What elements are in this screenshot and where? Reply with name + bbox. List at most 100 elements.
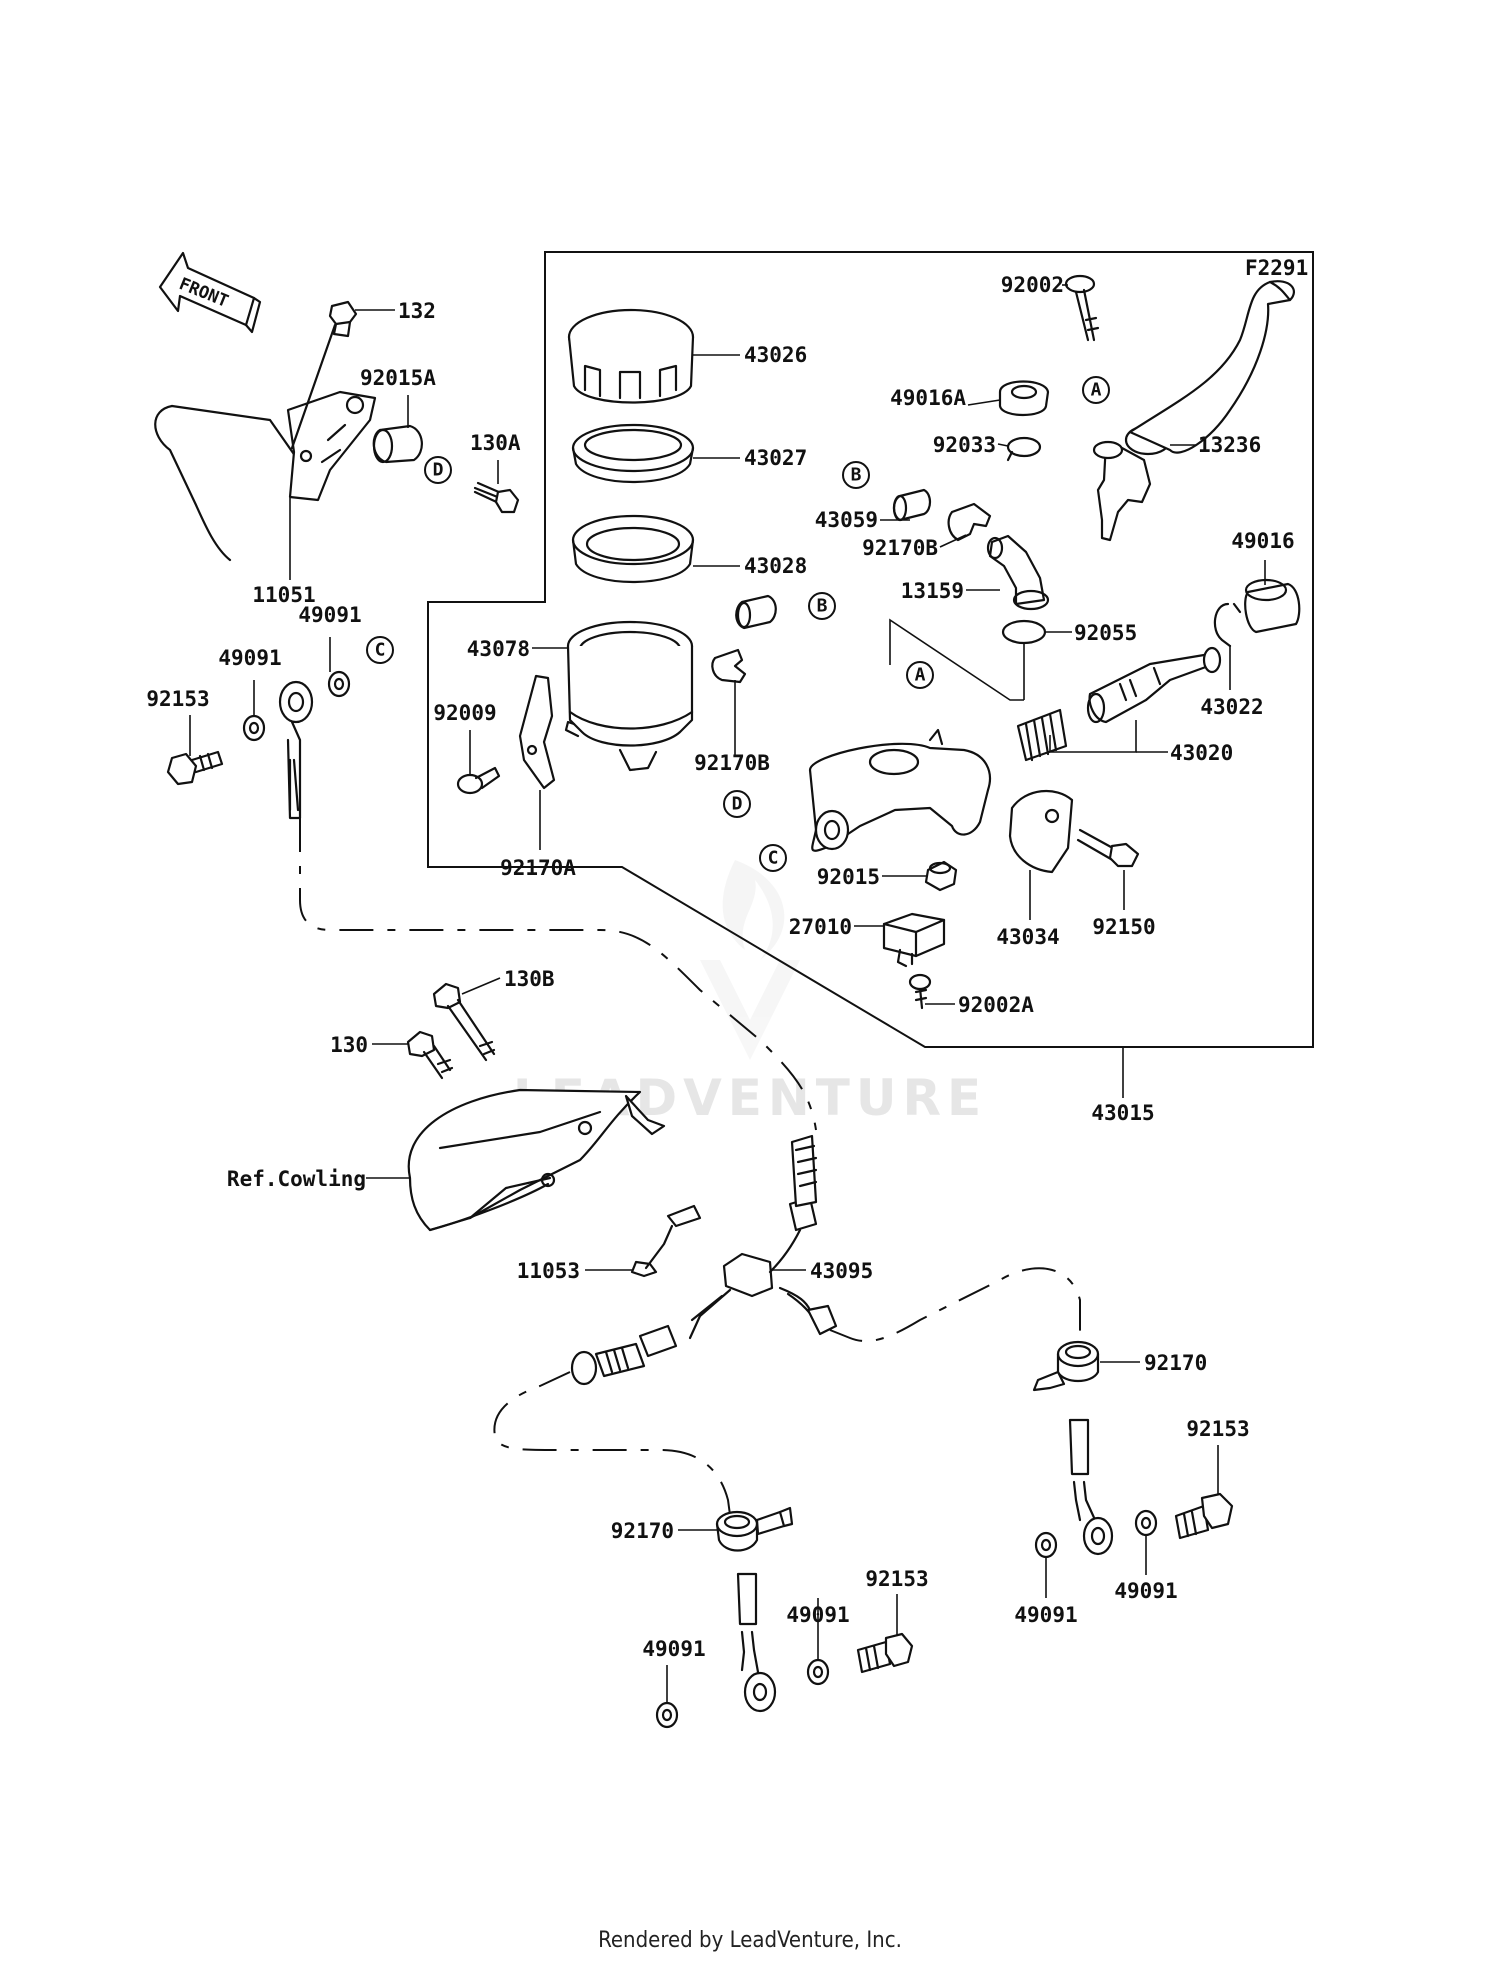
label-43028: 43028 <box>744 554 807 578</box>
svg-text:A: A <box>1091 380 1102 401</box>
callout-c-left: C <box>366 636 394 664</box>
label-92055: 92055 <box>1074 621 1137 645</box>
connector-13159 <box>986 534 1050 611</box>
label-49091-lower-b: 49091 <box>786 1603 849 1627</box>
label-92170B-upper: 92170B <box>862 536 938 560</box>
label-43059: 43059 <box>815 508 878 532</box>
label-43078: 43078 <box>467 637 530 661</box>
label-92015: 92015 <box>817 865 880 889</box>
washer-49091-right-a <box>1034 1531 1058 1559</box>
label-11051: 11051 <box>252 583 315 607</box>
master-cylinder-body <box>808 728 991 852</box>
label-43034: 43034 <box>996 925 1059 949</box>
washer-49091-left-a <box>242 714 266 742</box>
callout-a-body: A <box>906 661 934 689</box>
label-43015: 43015 <box>1091 1101 1154 1125</box>
label-49016A: 49016A <box>890 386 966 410</box>
leader-lines <box>189 284 1266 1703</box>
callout-a-lever: A <box>1082 376 1110 404</box>
bracket-11053 <box>624 1094 702 1278</box>
washer-49091-lower-b <box>806 1658 830 1686</box>
label-49091-right-b: 49091 <box>1114 1579 1177 1603</box>
label-27010: 27010 <box>789 915 852 939</box>
footer-credit: Rendered by LeadVenture, Inc. <box>598 1928 902 1953</box>
banjo-bolt-92153-left <box>166 750 224 786</box>
assembly-frame <box>427 251 1314 1048</box>
label-92153-left: 92153 <box>146 687 209 711</box>
switch-27010 <box>882 912 946 968</box>
part-labels: 132 92015A 130A 11051 49091 49091 92153 … <box>146 273 1294 1661</box>
bolt-130A <box>473 481 520 514</box>
label-43026: 43026 <box>744 343 807 367</box>
hose-43059 <box>892 488 932 522</box>
svg-text:B: B <box>851 465 862 486</box>
clip-92170B <box>947 502 992 542</box>
label-92153-right: 92153 <box>1186 1417 1249 1441</box>
label-130A: 130A <box>470 431 521 455</box>
bolt-130B <box>432 982 496 1062</box>
label-92170B-lower: 92170B <box>694 751 770 775</box>
label-92009: 92009 <box>433 701 496 725</box>
reservoir-43078 <box>564 620 694 772</box>
label-92002: 92002 <box>1001 273 1064 297</box>
lever-13236 <box>1092 280 1295 542</box>
label-92033: 92033 <box>933 433 996 457</box>
label-92150: 92150 <box>1092 915 1155 939</box>
collar-92015A <box>372 424 423 464</box>
label-49016: 49016 <box>1231 529 1294 553</box>
label-13159: 13159 <box>901 579 964 603</box>
hose-b-43059 <box>735 594 777 630</box>
label-49091-left-b: 49091 <box>298 603 361 627</box>
front-arrow-icon: FRONT <box>158 251 262 334</box>
label-43027: 43027 <box>744 446 807 470</box>
banjo-bolt-92153-lower <box>856 1632 914 1674</box>
figure-code: F2291 <box>1245 256 1308 280</box>
screw-92002A <box>908 973 932 1010</box>
pivot-bolt-92002 <box>1064 274 1100 342</box>
banjo-fitting-92170-right <box>1032 1340 1100 1392</box>
piston-kit-43020 <box>1016 646 1222 762</box>
label-ref-cowling: Ref.Cowling <box>227 1167 366 1191</box>
label-43022: 43022 <box>1200 695 1263 719</box>
grommet-49016A <box>998 380 1050 416</box>
clip-92170B-upper <box>711 648 747 684</box>
bolt-132 <box>328 300 358 338</box>
hose-line-right <box>829 1267 1081 1343</box>
callout-b-lower: B <box>808 592 836 620</box>
svg-text:C: C <box>768 848 779 869</box>
label-92153-lower: 92153 <box>865 1567 928 1591</box>
o-ring-92055 <box>1001 619 1047 645</box>
washer-49091-left-b <box>327 670 351 698</box>
label-49091-lower-a: 49091 <box>642 1637 705 1661</box>
label-49091-right-a: 49091 <box>1014 1603 1077 1627</box>
bolt-130 <box>406 1030 454 1080</box>
washer-49091-lower-a <box>655 1701 679 1729</box>
svg-text:B: B <box>817 596 828 617</box>
banjo-fitting-lower-left <box>736 1572 777 1713</box>
label-43095: 43095 <box>810 1259 873 1283</box>
label-130: 130 <box>330 1033 368 1057</box>
bracket-11051 <box>154 323 377 562</box>
label-92015A: 92015A <box>360 366 436 390</box>
svg-text:D: D <box>433 460 444 481</box>
callout-d-bracket: D <box>424 456 452 484</box>
banjo-fitting-left <box>278 680 314 820</box>
washer-49091-right-b <box>1134 1509 1158 1537</box>
screw-92009 <box>456 766 501 795</box>
clamp-92170A <box>518 674 556 790</box>
ref-cowling <box>407 1088 642 1232</box>
label-92170-lower: 92170 <box>611 1519 674 1543</box>
label-92170A: 92170A <box>500 856 576 880</box>
joint-43095 <box>570 1134 838 1386</box>
nut-92015 <box>924 860 958 892</box>
banjo-fitting-92170-lower <box>715 1506 794 1552</box>
label-92170-right: 92170 <box>1144 1351 1207 1375</box>
callout-b-upper: B <box>842 461 870 489</box>
diaphragm-plate-43027 <box>571 423 695 484</box>
banjo-fitting-lower-right <box>1068 1418 1114 1556</box>
reservoir-cap-43026 <box>567 308 695 404</box>
snap-ring-92033 <box>1006 436 1042 462</box>
callout-c-body: C <box>759 844 787 872</box>
watermark-flame-icon <box>700 860 800 1060</box>
